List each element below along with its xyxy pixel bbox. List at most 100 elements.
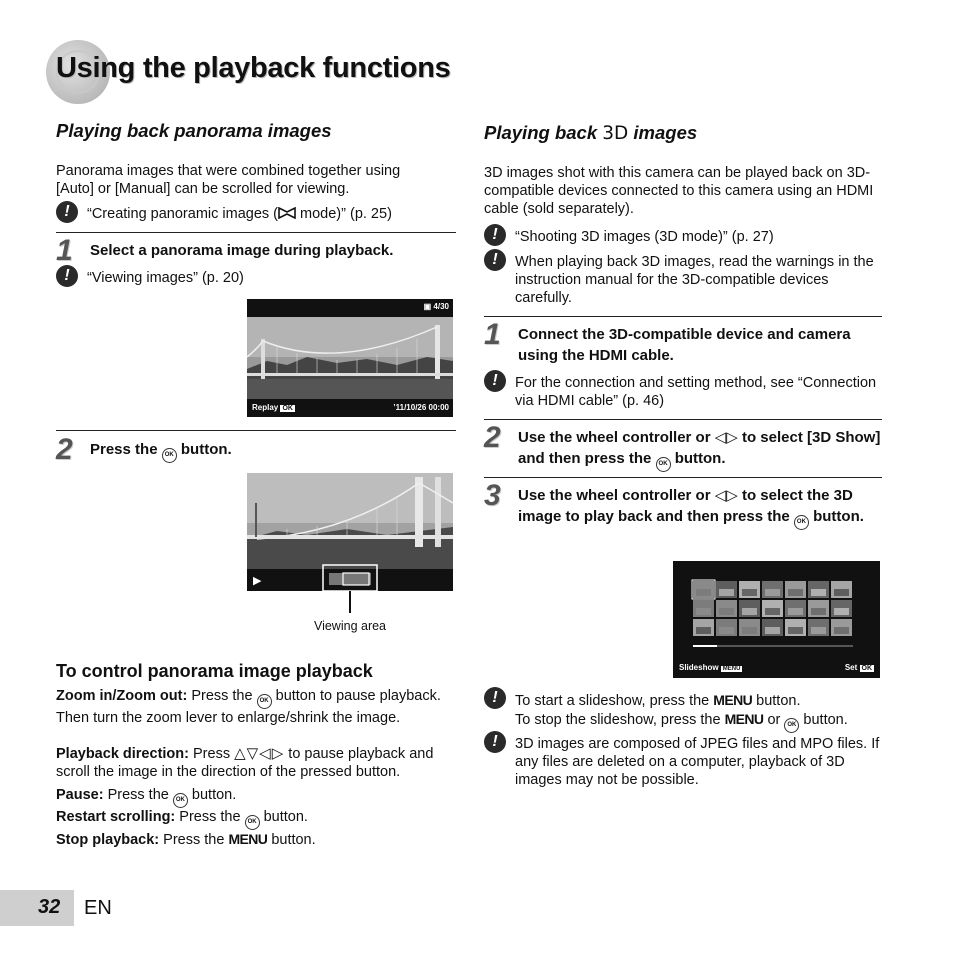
- note-text: 3D images are composed of JPEG files and…: [515, 736, 880, 788]
- thumbnail-detail: [765, 627, 780, 634]
- scroll-track: [693, 645, 853, 647]
- step-text: Select a panorama image during playback.: [90, 242, 394, 259]
- menu-button-label: MENU: [228, 831, 268, 847]
- thumbnail-grid: [691, 579, 853, 647]
- replay-label: Replay OK: [252, 403, 295, 412]
- step-number: 2: [56, 433, 73, 466]
- thumbnail-detail: [834, 589, 849, 596]
- pause-paragraph: Pause: Press the OK button.: [56, 786, 456, 808]
- restart-paragraph: Restart scrolling: Press the OK button.: [56, 808, 456, 830]
- page-number: 32: [38, 896, 61, 918]
- thumbnail-detail: [742, 589, 757, 596]
- thumbnail-detail: [696, 627, 711, 634]
- thumbnail-detail: [788, 627, 803, 634]
- right-step-1-note: ! For the connection and setting method,…: [484, 370, 882, 410]
- divider: [484, 477, 882, 478]
- warning-icon: !: [56, 265, 78, 287]
- left-section-header: Playing back panorama images: [56, 120, 456, 142]
- warning-icon: !: [484, 687, 506, 709]
- left-note-ref: ! “Creating panoramic images ( mode)” (p…: [56, 201, 456, 223]
- thumbnail-detail: [719, 589, 734, 596]
- left-intro: Panorama images that were combined toget…: [56, 163, 401, 197]
- step-number: 3: [484, 479, 501, 512]
- thumbnail-detail: [811, 608, 826, 615]
- warning-icon: !: [484, 224, 506, 246]
- thumbnail-detail: [696, 608, 711, 615]
- panorama-icon: [278, 206, 296, 220]
- divider: [484, 316, 882, 317]
- control-heading: To control panorama image playback: [56, 661, 373, 681]
- divider: [56, 232, 456, 233]
- menu-button-label: MENU: [713, 692, 753, 708]
- thumbnail-detail: [696, 589, 711, 596]
- panorama-scroll-screen: ▶: [247, 473, 453, 591]
- step-number: 2: [484, 421, 501, 454]
- thumbnail-detail: [719, 627, 734, 634]
- thumbnail-detail: [834, 627, 849, 634]
- left-step-2: 2 Press the OK button.: [56, 435, 456, 465]
- warning-icon: !: [56, 201, 78, 223]
- thumbnail-detail: [742, 627, 757, 634]
- right-note-3: ! To start a slideshow, press the MENU b…: [484, 687, 882, 733]
- note-text: “Shooting 3D images (3D mode)” (p. 27): [515, 229, 774, 245]
- ok-button-icon: OK: [172, 793, 188, 808]
- right-section-heading: Playing back 3D images: [484, 122, 698, 144]
- left-step-1-note: ! “Viewing images” (p. 20): [56, 265, 456, 287]
- arrow-keys-icon: △▽◁▷: [234, 745, 285, 762]
- step-text: Use the wheel controller or ◁▷ to select…: [518, 423, 882, 472]
- step-number: 1: [56, 234, 73, 267]
- left-step-1: 1 Select a panorama image during playbac…: [56, 236, 456, 266]
- thumbnail-detail: [811, 627, 826, 634]
- thumbnail-detail: [719, 608, 734, 615]
- thumbnail-detail: [788, 608, 803, 615]
- ok-button-icon: OK: [784, 718, 800, 733]
- ok-button-icon: OK: [793, 515, 809, 530]
- warning-icon: !: [484, 731, 506, 753]
- step-text: Press the OK button.: [90, 435, 232, 465]
- thumbnail-detail: [834, 608, 849, 615]
- page-title: Using the playback functions: [56, 52, 451, 84]
- step-number: 1: [484, 318, 501, 351]
- right-step-1: 1 Connect the 3D-compatible device and c…: [484, 320, 882, 366]
- menu-button-label: MENU: [724, 711, 764, 727]
- warning-icon: !: [484, 249, 506, 271]
- scroll-thumb: [693, 645, 717, 647]
- title-badge-icon: [46, 40, 110, 104]
- right-note-4: ! 3D images are composed of JPEG files a…: [484, 731, 882, 789]
- note-text: To start a slideshow, press the MENU but…: [515, 688, 848, 733]
- note-text: “Viewing images” (p. 20): [87, 270, 244, 286]
- direction-paragraph: Playback direction: Press △▽◁▷ to pause …: [56, 745, 434, 780]
- divider: [484, 419, 882, 420]
- slideshow-label: Slideshow MENU: [679, 663, 743, 672]
- arrow-keys-icon: ◁▷: [714, 487, 738, 504]
- left-note-ref-text: “Creating panoramic images ( mode)” (p. …: [87, 206, 392, 222]
- viewing-area-caption: Viewing area: [313, 619, 387, 633]
- ok-button-icon: OK: [256, 694, 272, 709]
- page-number-box: [0, 890, 74, 926]
- viewing-area-pointer: [349, 591, 351, 613]
- note-text: For the connection and setting method, s…: [515, 375, 877, 409]
- panorama-playback-screen: ▣ 4/30 Replay OK ’11/10/26 00:00: [247, 299, 453, 417]
- step-text: Connect the 3D-compatible device and cam…: [518, 326, 851, 364]
- selected-thumbnail-frame: [691, 579, 716, 600]
- right-step-3: 3 Use the wheel controller or ◁▷ to sele…: [484, 481, 882, 530]
- date-time: ’11/10/26 00:00: [393, 403, 449, 412]
- right-intro: 3D images shot with this camera can be p…: [484, 165, 874, 217]
- right-step-2: 2 Use the wheel controller or ◁▷ to sele…: [484, 423, 882, 472]
- arrow-keys-icon: ◁▷: [714, 429, 738, 446]
- panorama-bridge-image: [247, 317, 453, 417]
- thumbnail-detail: [765, 589, 780, 596]
- ok-button-icon: OK: [244, 815, 260, 830]
- thumbnail-detail: [765, 608, 780, 615]
- right-section-header: Playing back 3D images: [484, 122, 884, 144]
- thumbnail-detail: [742, 608, 757, 615]
- warning-icon: !: [484, 370, 506, 392]
- right-note-2: ! When playing back 3D images, read the …: [484, 249, 882, 307]
- left-section-heading: Playing back panorama images: [56, 120, 332, 141]
- thumbnail-detail: [811, 589, 826, 596]
- zoom-paragraph: Zoom in/Zoom out: Press the OK button to…: [56, 688, 441, 726]
- ok-button-icon: OK: [161, 448, 177, 463]
- ok-button-icon: OK: [655, 457, 671, 472]
- thumbnail-detail: [788, 589, 803, 596]
- language-label: EN: [84, 897, 112, 919]
